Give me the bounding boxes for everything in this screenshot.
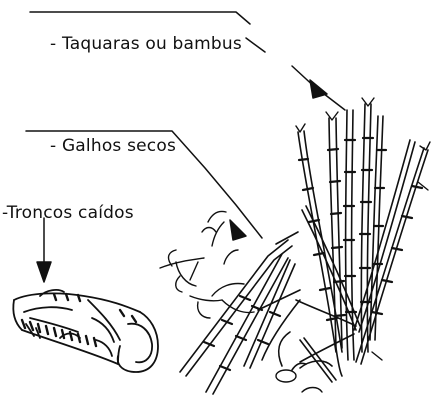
branch-knots	[204, 296, 280, 370]
fallen-log	[13, 290, 158, 372]
leader-taquaras	[30, 12, 345, 110]
label-troncos-caidos: -Troncos caídos	[2, 203, 134, 223]
label-galhos-secos: - Galhos secos	[50, 136, 176, 156]
label-taquaras: - Taquaras ou bambus	[50, 34, 242, 54]
twig-lower	[190, 284, 254, 319]
stone-small	[302, 388, 322, 393]
twig-left	[160, 250, 204, 292]
dry-branches	[180, 232, 336, 394]
leader-troncos	[37, 218, 51, 282]
arrowhead-troncos	[37, 262, 51, 282]
bamboo-cluster	[296, 104, 428, 376]
arrowhead-taquaras	[310, 80, 327, 98]
stone	[276, 370, 296, 382]
arrowhead-galhos	[230, 220, 246, 240]
